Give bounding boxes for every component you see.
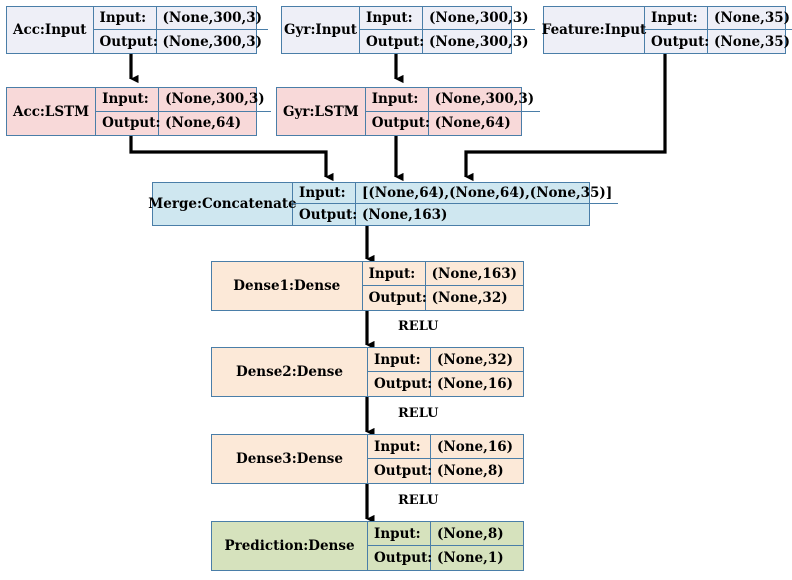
- edge-acc-lstm-to-merge: [129, 136, 334, 182]
- node-feature-input-output-row: Output: (None,35): [645, 30, 792, 53]
- node-acc-lstm-input-row: Input: (None,300,3): [96, 88, 271, 112]
- output-label: Output:: [368, 459, 432, 483]
- output-label: Output:: [293, 204, 357, 225]
- node-dense3-label: Dense3:Dense: [212, 435, 368, 483]
- node-gyr-input-output-value: (None,300,3): [429, 33, 529, 50]
- activation-label-relu-2: RELU: [398, 406, 439, 421]
- output-label: Output:: [94, 30, 158, 53]
- node-acc-lstm-input-value: (None,300,3): [165, 91, 265, 108]
- node-dense1-output-row: Output: (None,32): [363, 286, 523, 310]
- node-feature-input-label: Feature:Input: [542, 7, 646, 53]
- node-dense1[interactable]: Dense1:Dense Input: (None,163) Output: (…: [211, 261, 524, 311]
- node-acc-lstm-output-value: (None,64): [165, 115, 242, 132]
- node-prediction-output-value: (None,1): [437, 550, 504, 566]
- node-gyr-lstm[interactable]: Gyr:LSTM Input: (None,300,3) Output: (No…: [276, 87, 541, 136]
- node-feature-input-output-value: (None,35): [714, 33, 791, 50]
- node-gyr-input-output-row: Output: (None,300,3): [360, 30, 535, 53]
- node-dense2-label: Dense2:Dense: [212, 348, 368, 396]
- node-acc-input-io: Input: (None,300,3) Output: (None,300,3): [93, 7, 269, 53]
- node-gyr-input[interactable]: Gyr:Input Input: (None,300,3) Output: (N…: [281, 6, 535, 54]
- node-dense3-output-row: Output: (None,8): [368, 459, 523, 483]
- node-dense3-io: Input: (None,16) Output: (None,8): [368, 435, 523, 483]
- node-gyr-input-input-row: Input: (None,300,3): [360, 7, 535, 30]
- node-dense1-input-value: (None,163): [431, 265, 517, 282]
- input-label: Input:: [645, 7, 708, 29]
- node-dense3-input-value: (None,16): [437, 438, 514, 455]
- node-dense2-input-value: (None,32): [437, 351, 514, 368]
- node-acc-lstm-output-row: Output: (None,64): [96, 111, 271, 135]
- node-gyr-lstm-output-value: (None,64): [434, 115, 511, 132]
- output-label: Output:: [96, 111, 160, 135]
- node-dense1-label: Dense1:Dense: [212, 262, 363, 310]
- node-dense2-input-row: Input: (None,32): [368, 348, 523, 372]
- input-label: Input:: [293, 183, 356, 203]
- node-prediction-output-row: Output: (None,1): [368, 546, 523, 570]
- node-dense3-output-value: (None,8): [437, 463, 504, 479]
- node-dense3-input-row: Input: (None,16): [368, 435, 523, 459]
- activation-label-relu-1: RELU: [398, 319, 439, 334]
- node-prediction[interactable]: Prediction:Dense Input: (None,8) Output:…: [211, 521, 524, 571]
- node-merge-input-row: Input: [(None,64),(None,64),(None,35)]: [293, 183, 619, 204]
- node-dense2-output-row: Output: (None,16): [368, 372, 523, 396]
- output-label: Output:: [363, 286, 427, 310]
- node-gyr-lstm-label: Gyr:LSTM: [277, 88, 366, 135]
- node-acc-input-output-row: Output: (None,300,3): [94, 30, 269, 53]
- node-dense1-io: Input: (None,163) Output: (None,32): [362, 262, 523, 310]
- input-label: Input:: [368, 348, 431, 371]
- node-feature-input[interactable]: Feature:Input Input: (None,35) Output: (…: [542, 6, 792, 54]
- node-merge-input-value: [(None,64),(None,64),(None,35)]: [362, 185, 613, 201]
- node-merge-io: Input: [(None,64),(None,64),(None,35)] O…: [293, 183, 619, 225]
- output-label: Output:: [366, 111, 430, 135]
- node-merge-output-row: Output: (None,163): [293, 204, 618, 225]
- output-label: Output:: [368, 546, 432, 570]
- output-label: Output:: [645, 30, 709, 53]
- node-acc-input-output-value: (None,300,3): [162, 33, 263, 50]
- node-gyr-input-input-value: (None,300,3): [429, 10, 529, 26]
- node-prediction-input-row: Input: (None,8): [368, 522, 523, 546]
- output-label: Output:: [360, 30, 424, 53]
- node-feature-input-io: Input: (None,35) Output: (None,35): [645, 7, 792, 53]
- node-prediction-io: Input: (None,8) Output: (None,1): [368, 522, 523, 570]
- node-merge-concatenate[interactable]: Merge:Concatenate Input: [(None,64),(Non…: [148, 182, 619, 226]
- node-acc-lstm[interactable]: Acc:LSTM Input: (None,300,3) Output: (No…: [6, 87, 271, 136]
- input-label: Input:: [368, 435, 431, 458]
- node-gyr-lstm-input-value: (None,300,3): [434, 91, 535, 108]
- activation-label-relu-3: RELU: [398, 493, 439, 508]
- node-dense2[interactable]: Dense2:Dense Input: (None,32) Output: (N…: [211, 347, 524, 397]
- node-feature-input-input-row: Input: (None,35): [645, 7, 792, 30]
- node-acc-lstm-label: Acc:LSTM: [7, 88, 97, 135]
- input-label: Input:: [96, 88, 160, 111]
- node-acc-input-label: Acc:Input: [7, 7, 94, 53]
- node-feature-input-input-value: (None,35): [714, 10, 791, 26]
- input-label: Input:: [366, 88, 429, 111]
- node-merge-label: Merge:Concatenate: [148, 183, 297, 225]
- node-dense2-output-value: (None,16): [437, 376, 514, 392]
- node-acc-lstm-io: Input: (None,300,3) Output: (None,64): [96, 88, 271, 135]
- node-merge-output-value: (None,163): [362, 206, 448, 223]
- node-dense2-io: Input: (None,32) Output: (None,16): [368, 348, 523, 396]
- node-gyr-lstm-input-row: Input: (None,300,3): [365, 88, 541, 112]
- node-prediction-input-value: (None,8): [437, 525, 504, 542]
- node-gyr-input-label: Gyr:Input: [282, 7, 360, 53]
- input-label: Input:: [363, 262, 426, 285]
- node-acc-input[interactable]: Acc:Input Input: (None,300,3) Output: (N…: [6, 6, 269, 54]
- node-acc-input-input-value: (None,300,3): [162, 10, 263, 26]
- node-gyr-lstm-output-row: Output: (None,64): [366, 111, 541, 135]
- node-gyr-lstm-io: Input: (None,300,3) Output: (None,64): [365, 88, 541, 135]
- input-label: Input:: [368, 522, 431, 545]
- input-label: Input:: [360, 7, 423, 29]
- node-gyr-input-io: Input: (None,300,3) Output: (None,300,3): [360, 7, 535, 53]
- node-dense3[interactable]: Dense3:Dense Input: (None,16) Output: (N…: [211, 434, 524, 484]
- node-dense1-output-value: (None,32): [431, 290, 508, 306]
- node-acc-input-input-row: Input: (None,300,3): [93, 7, 269, 30]
- node-prediction-label: Prediction:Dense: [212, 522, 368, 570]
- input-label: Input:: [94, 7, 157, 29]
- output-label: Output:: [368, 372, 432, 396]
- node-dense1-input-row: Input: (None,163): [362, 262, 523, 286]
